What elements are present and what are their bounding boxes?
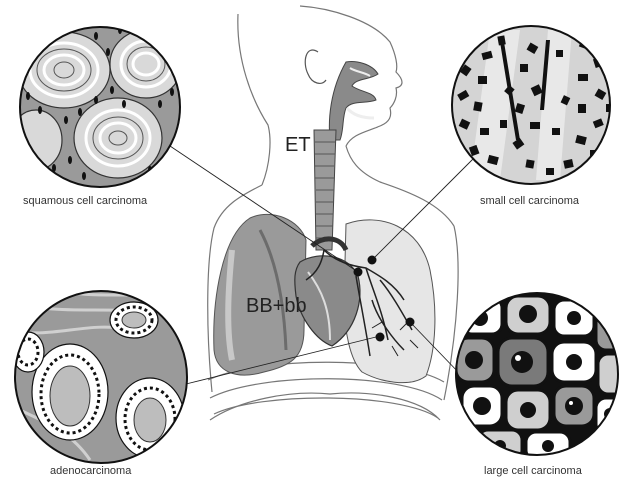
small-cell-histology [452, 26, 613, 184]
ear [305, 50, 326, 83]
diaphragm [210, 393, 440, 420]
caption-large-cell-carcinoma: large cell carcinoma [484, 465, 582, 477]
adenocarcinoma-histology [10, 290, 200, 463]
caption-small-cell-carcinoma: small cell carcinoma [480, 195, 579, 207]
caption-squamous-cell-carcinoma: squamous cell carcinoma [23, 195, 147, 207]
squamous-cell-histology [10, 26, 182, 187]
rib-3 [214, 398, 438, 418]
region-label-bronchi: BB+bb [246, 295, 307, 318]
large-cell-histology [456, 293, 626, 460]
caption-adenocarcinoma: adenocarcinoma [50, 465, 131, 477]
connector-small-cell [372, 158, 474, 260]
head-outline [238, 14, 270, 185]
region-label-upper-airway: ET [285, 134, 311, 157]
neck-right [346, 146, 454, 226]
